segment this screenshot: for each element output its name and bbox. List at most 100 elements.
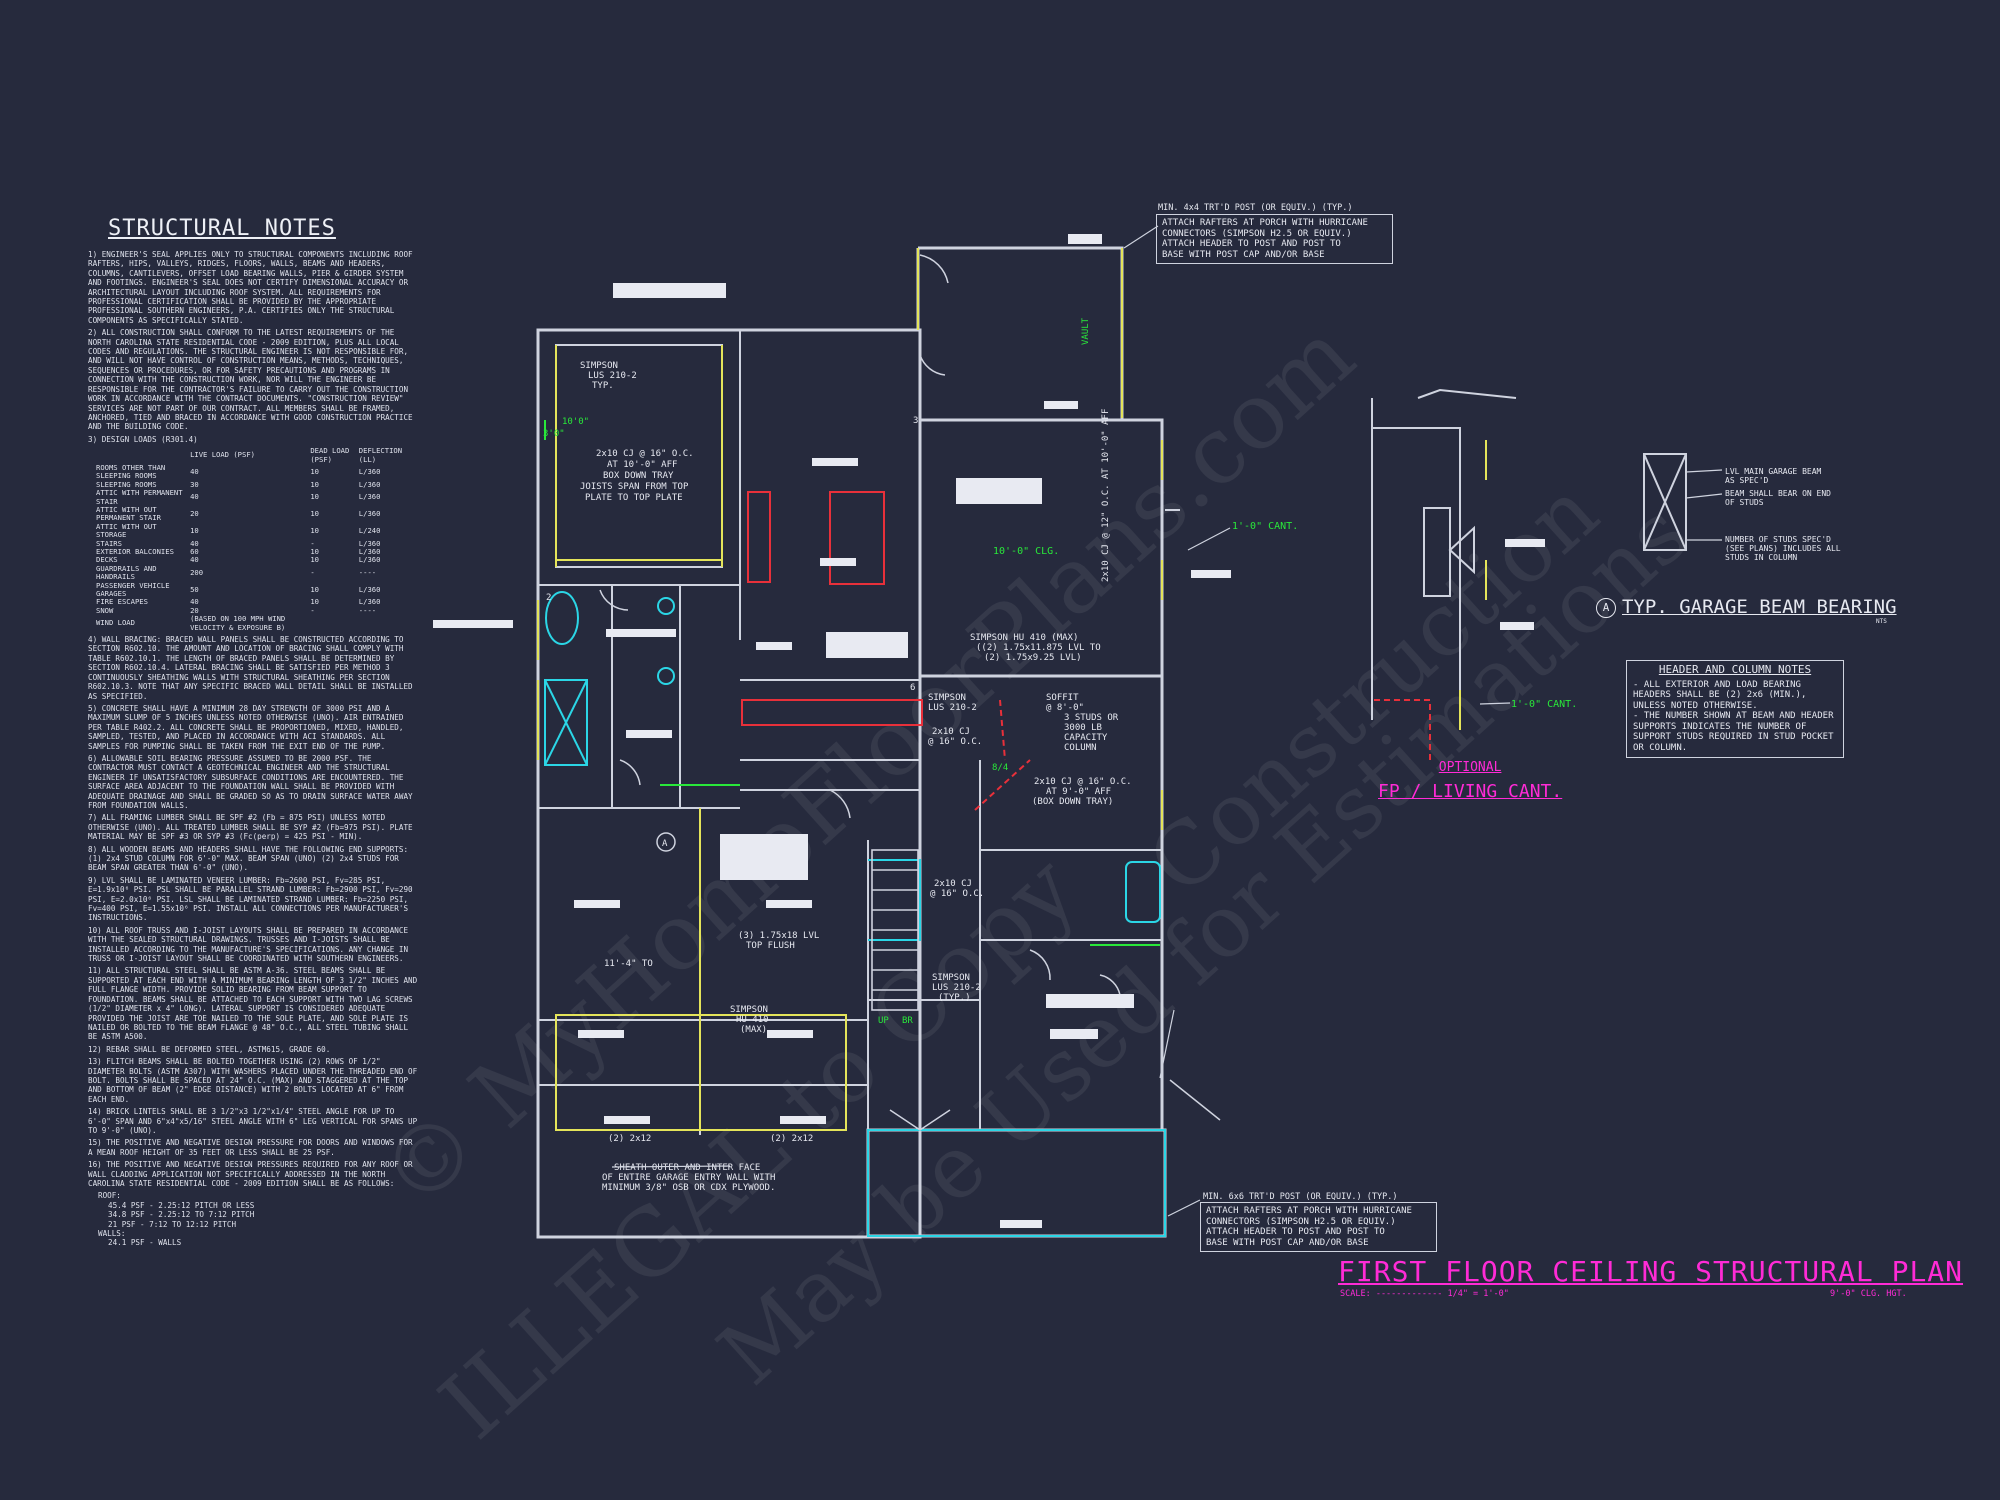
detail-studs-note: NUMBER OF STUDS SPEC'D(SEE PLANS) INCLUD… xyxy=(1725,535,1841,562)
loads-header-row: LIVE LOAD (PSF) DEAD LOAD (PSF) DEFLECTI… xyxy=(96,446,418,464)
fp-cant-label: FP / LIVING CANT. xyxy=(1378,781,1563,802)
walls-pressure: 24.1 PSF - WALLS xyxy=(108,1238,182,1248)
note-15: 15) THE POSITIVE AND NEGATIVE DESIGN PRE… xyxy=(88,1138,418,1157)
note-4: 4) WALL BRACING: BRACED WALL PANELS SHAL… xyxy=(88,635,418,701)
detail-cant-label: 1'-0" CANT. xyxy=(1511,699,1577,710)
loads-cell: ---- xyxy=(358,568,377,578)
loads-cell: SLEEPING ROOMS xyxy=(96,479,157,489)
note-1: 1) ENGINEER'S SEAL APPLIES ONLY TO STRUC… xyxy=(88,250,418,325)
br-label: BR xyxy=(902,1016,913,1026)
loads-cell: 10 xyxy=(310,525,320,535)
cj-box2-label: 2x10 CJ @ 16" O.C.AT 9'-0" AFF(BOX DOWN … xyxy=(1032,777,1132,807)
loads-cell: 50 xyxy=(190,584,199,594)
loads-cell: 40 xyxy=(190,492,199,502)
note-16: 16) THE POSITIVE AND NEGATIVE DESIGN PRE… xyxy=(88,1160,418,1188)
note-13: 13) FLITCH BEAMS SHALL BE BOLTED TOGETHE… xyxy=(88,1057,422,1104)
header-column-note: - THE NUMBER SHOWN AT BEAM AND HEADER SU… xyxy=(1633,711,1834,753)
stair xyxy=(871,849,919,1011)
note-2: 2) ALL CONSTRUCTION SHALL CONFORM TO THE… xyxy=(88,328,418,432)
notes-title: STRUCTURAL NOTES xyxy=(108,216,336,241)
loads-cell: 10 xyxy=(310,479,320,489)
optional-label: OPTIONAL xyxy=(1438,760,1502,775)
detail-drawing xyxy=(1371,388,1687,720)
loads-cell: (BASED ON 100 MPH WIND VELOCITY & EXPOSU… xyxy=(190,614,286,632)
note-14: 14) BRICK LINTELS SHALL BE 3 1/2"x3 1/2"… xyxy=(88,1107,422,1135)
loads-cell: WIND LOAD xyxy=(96,618,135,628)
loads-row: PASSENGER VEHICLE GARAGES 50 10 L/360 xyxy=(96,580,418,599)
header-column-notes: HEADER AND COLUMN NOTES - ALL EXTERIOR A… xyxy=(1626,660,1844,758)
two-2x12-b-label: (2) 2x12 xyxy=(770,1134,813,1144)
note-3: 3) DESIGN LOADS (R301.4) xyxy=(88,434,198,444)
loads-cell: ---- xyxy=(358,605,377,615)
optional-fp-label: OPTIONAL FP / LIVING CANT. xyxy=(1378,756,1562,804)
plan-scale: SCALE: ------------- 1/4" = 1'-0" xyxy=(1340,1289,1509,1299)
loads-cell: L/240 xyxy=(358,525,381,535)
door-swings xyxy=(599,254,1221,1131)
bottom-callout-line: CONNECTORS (SIMPSON H2.5 OR EQUIV.) xyxy=(1206,1216,1396,1227)
leader-lines xyxy=(611,225,1723,1217)
optional-fireplace-outline xyxy=(1374,699,1431,760)
ten-foot-label: 10'0" xyxy=(562,417,589,427)
loads-cell: L/360 xyxy=(358,467,381,477)
bottom-callout-line: BASE WITH POST CAP AND/OR BASE xyxy=(1206,1237,1369,1248)
cj-16-a-label: 2x10 CJ@ 16" O.C. xyxy=(928,727,982,747)
loads-cell: 10 xyxy=(310,597,320,607)
roof-label: ROOF: xyxy=(98,1191,121,1201)
redacted-labels xyxy=(433,234,1545,1228)
eleven-four-label: 11'-4" TO xyxy=(604,959,653,969)
loads-cell: - xyxy=(310,538,315,548)
loads-cell: L/360 xyxy=(358,509,381,519)
beams-and-headers xyxy=(537,248,1163,1131)
bottom-callout-line: ATTACH HEADER TO POST AND POST TO xyxy=(1206,1227,1385,1237)
loads-cell: L/360 xyxy=(358,492,381,502)
loads-cell: 10 xyxy=(310,584,320,594)
loads-cell: FIRE ESCAPES xyxy=(96,597,148,607)
top-callout-line: CONNECTORS (SIMPSON H2.5 OR EQUIV.) xyxy=(1162,228,1352,239)
cj-vertical-label: 2x10 CJ @ 12" O.C. AT 10'-0" AFF xyxy=(1101,409,1111,582)
loads-cell: PASSENGER VEHICLE GARAGES xyxy=(96,580,170,599)
loads-cell: - xyxy=(310,605,315,615)
cant-1-label: 1'-0" CANT. xyxy=(1232,521,1298,532)
detail-circle-marker: A xyxy=(1596,597,1616,618)
vault-label: VAULT xyxy=(1081,317,1091,345)
design-loads-table: LIVE LOAD (PSF) DEAD LOAD (PSF) DEFLECTI… xyxy=(96,446,418,632)
header-column-notes-title: HEADER AND COLUMN NOTES xyxy=(1658,663,1812,676)
structural-notes: 1) ENGINEER'S SEAL APPLIES ONLY TO STRUC… xyxy=(88,250,418,1248)
loads-cell: ROOMS OTHER THAN SLEEPING ROOMS xyxy=(96,462,166,481)
loads-cell: L/360 xyxy=(358,597,381,607)
header-column-note: - ALL EXTERIOR AND LOAD BEARING HEADERS … xyxy=(1633,679,1807,711)
clg-10-label: 10'-0" CLG. xyxy=(993,546,1059,557)
cj-16-b-label: 2x10 CJ@ 16" O.C. xyxy=(930,879,984,899)
walls-label: WALLS: xyxy=(98,1229,126,1239)
loads-cell: 10 xyxy=(310,492,320,502)
loads-cell: 10 xyxy=(190,525,199,535)
loads-cell: - xyxy=(310,568,315,578)
three-foot-label: 3'0" xyxy=(543,429,565,439)
loads-cell: STAIRS xyxy=(96,538,122,548)
loads-cell: 40 xyxy=(190,538,199,548)
loads-header-cell: LIVE LOAD (PSF) xyxy=(190,450,255,460)
stud-count-3: 3 xyxy=(913,416,918,426)
loads-cell: L/360 xyxy=(358,479,381,489)
loads-cell: L/360 xyxy=(358,584,381,594)
note-10: 10) ALL ROOF TRUSS AND I-JOIST LAYOUTS S… xyxy=(88,925,413,964)
note-7: 7) ALL FRAMING LUMBER SHALL BE SPF #2 (F… xyxy=(88,813,418,842)
ceiling-height: 9'-0" CLG. HGT. xyxy=(1830,1289,1907,1299)
